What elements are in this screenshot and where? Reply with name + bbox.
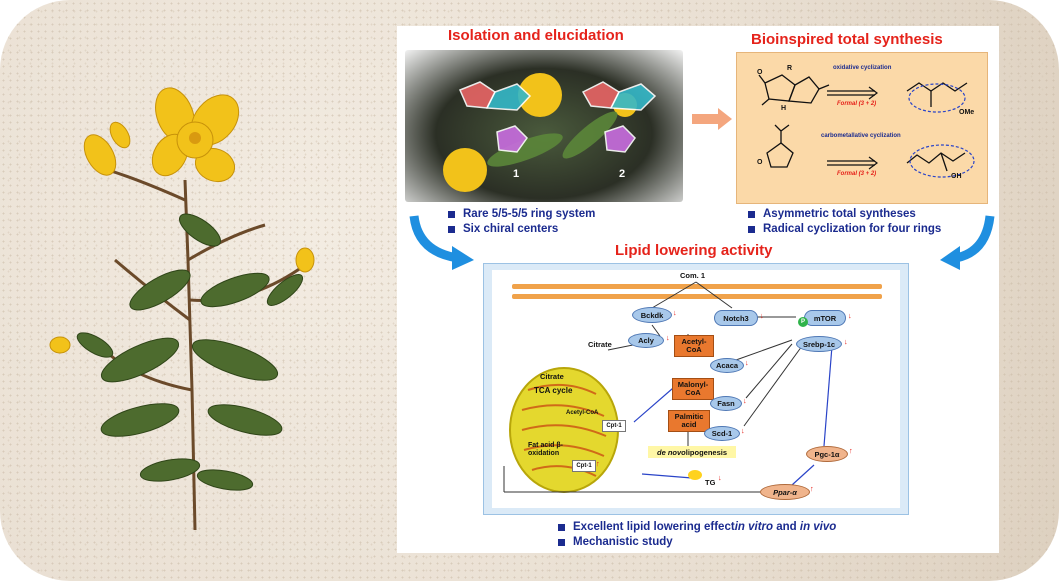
synthesis-bullets: Asymmetric total syntheses Radical cycli… bbox=[748, 207, 941, 237]
mtor-node: mTOR bbox=[804, 310, 846, 326]
bullet-square-icon bbox=[748, 211, 755, 218]
tca-cycle-label: TCA cycle bbox=[534, 386, 573, 395]
curved-arrow-left bbox=[409, 215, 474, 270]
bullet-item: Rare 5/5-5/5 ring system bbox=[448, 207, 595, 222]
acly-down-arrow: ↓ bbox=[666, 333, 670, 342]
fasn-down-arrow: ↓ bbox=[743, 396, 747, 405]
atom-r: R bbox=[787, 65, 793, 72]
pgc1a-node: Pgc-1α bbox=[806, 446, 848, 462]
acetyl-coa-node: Acetyl- CoA bbox=[674, 335, 714, 357]
cpt1-node-b: Cpt-1 bbox=[572, 460, 596, 472]
lipid-title: Lipid lowering activity bbox=[615, 242, 773, 259]
compound-label-2: 2 bbox=[619, 168, 626, 180]
section-arrow-right bbox=[692, 108, 732, 130]
bullet-item: Excellent lipid lowering effect in vitro… bbox=[558, 520, 836, 535]
malonyl-coa-node: Malonyl- CoA bbox=[672, 378, 714, 400]
synthesis-title: Bioinspired total synthesis bbox=[751, 31, 943, 48]
acaca-down-arrow: ↓ bbox=[745, 358, 749, 367]
compound-node: Com. 1 bbox=[680, 271, 706, 280]
bullet-square-icon bbox=[558, 524, 565, 531]
compound-label-1: 1 bbox=[513, 168, 520, 180]
scheme-bottom-reaction: carbometallative cyclization bbox=[821, 133, 901, 139]
atom-ome: OMe bbox=[959, 109, 975, 116]
bckdk-down-arrow: ↓ bbox=[673, 308, 677, 317]
tg-down-arrow: ↓ bbox=[718, 473, 722, 482]
bullet-item: Radical cyclization for four rings bbox=[748, 222, 941, 237]
fasn-node: Fasn bbox=[710, 396, 742, 411]
bullet-square-icon bbox=[558, 539, 565, 546]
tg-label: TG bbox=[705, 478, 716, 487]
scheme-top-formal: Formal (3 + 2) bbox=[837, 101, 877, 107]
cpt1-node-a: Cpt-1 bbox=[602, 420, 626, 432]
citrate-cytosol: Citrate bbox=[588, 340, 612, 349]
photo-flower-2 bbox=[518, 73, 562, 117]
pathway-canvas: Com. 1 Bckdk ↓ Notch3 ↓ mTOR P ↓ Acly ↓ … bbox=[492, 270, 900, 508]
srebp-down-arrow: ↓ bbox=[844, 337, 848, 346]
photo-flower-1 bbox=[443, 148, 487, 192]
synthesis-scheme-box: oxidative cyclization Formal (3 + 2) car… bbox=[736, 52, 988, 204]
acaca-node: Acaca bbox=[710, 358, 744, 373]
pathway-figure: Com. 1 Bckdk ↓ Notch3 ↓ mTOR P ↓ Acly ↓ … bbox=[483, 263, 909, 515]
srebp-node: Srebp-1c bbox=[796, 336, 842, 352]
bullet-square-icon bbox=[748, 226, 755, 233]
bullet-item: Six chiral centers bbox=[448, 222, 595, 237]
flower-photo: 1 2 bbox=[405, 50, 683, 202]
atom-h: H bbox=[781, 105, 787, 112]
scheme-bottom-formal: Formal (3 + 2) bbox=[837, 171, 877, 177]
bullet-item: Asymmetric total syntheses bbox=[748, 207, 941, 222]
de-novo-lipogenesis-node: de novo lipogenesis bbox=[648, 446, 736, 458]
notch3-down-arrow: ↓ bbox=[760, 311, 764, 320]
mtor-down-arrow: ↓ bbox=[848, 311, 852, 320]
atom-oh: OH bbox=[951, 173, 962, 180]
pgc1a-up-arrow: ↑ bbox=[849, 446, 853, 455]
plant-illustration bbox=[49, 87, 315, 531]
notch3-node: Notch3 bbox=[714, 310, 758, 326]
atom-o-bottom: O bbox=[757, 159, 763, 166]
curved-arrow-right bbox=[940, 215, 995, 270]
tg-droplet-icon bbox=[688, 470, 702, 480]
atom-o-top: O bbox=[757, 69, 763, 76]
scd1-node: Scd-1 bbox=[704, 426, 740, 441]
ppar-node: Ppar-α bbox=[760, 484, 810, 500]
lipid-bullets: Excellent lipid lowering effect in vitro… bbox=[558, 520, 836, 550]
fatty-acid-oxidation-label: Fat acid β- oxidation bbox=[528, 442, 563, 457]
isolation-bullets: Rare 5/5-5/5 ring system Six chiral cent… bbox=[448, 207, 595, 237]
bckdk-node: Bckdk bbox=[632, 307, 672, 323]
scheme-top-reaction: oxidative cyclization bbox=[833, 65, 892, 71]
palmitic-acid-node: Palmitic acid bbox=[668, 410, 710, 432]
acetyl-coa-mito: Acetyl-CoA bbox=[566, 410, 599, 416]
citrate-mito: Citrate bbox=[540, 372, 564, 381]
isolation-title: Isolation and elucidation bbox=[448, 27, 624, 44]
phospho-node: P bbox=[798, 317, 808, 327]
acly-node: Acly bbox=[628, 333, 664, 348]
bullet-square-icon bbox=[448, 211, 455, 218]
bullet-item: Mechanistic study bbox=[558, 535, 836, 550]
scd1-down-arrow: ↓ bbox=[741, 426, 745, 435]
ppar-up-arrow: ↑ bbox=[810, 484, 814, 493]
cpt1-up-arrow: ↑ bbox=[596, 459, 600, 468]
bullet-square-icon bbox=[448, 226, 455, 233]
